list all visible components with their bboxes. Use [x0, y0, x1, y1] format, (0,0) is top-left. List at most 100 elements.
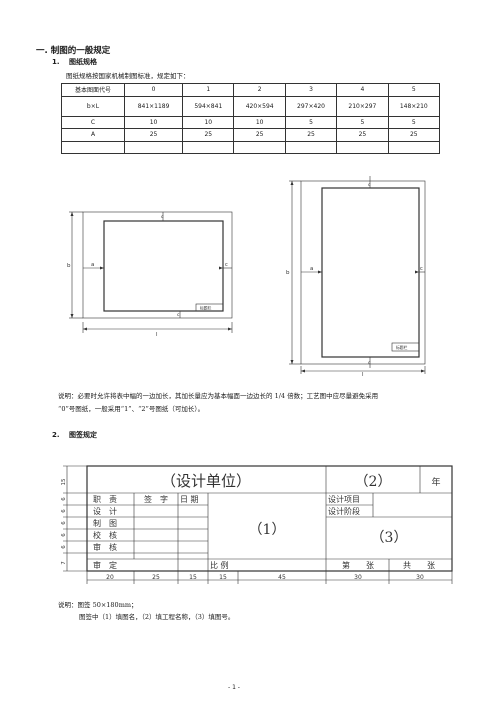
- dim-label-c: c: [225, 262, 228, 268]
- intro-text: 图纸规格按国家机械制图标准，规定如下：: [66, 72, 190, 80]
- table-cell: 10: [182, 115, 235, 129]
- dim-bottom-label: 45: [278, 574, 286, 581]
- year-label: 年: [431, 476, 440, 488]
- dim-bottom-label: 30: [354, 574, 362, 581]
- table-cell: A: [61, 128, 125, 142]
- note-paper-extension: 说明：必要时允许将表中幅的一边加长，其加长量应为基本幅面一边边长的 1/4 倍数…: [58, 392, 379, 400]
- dim-label-c: c: [368, 361, 371, 366]
- subsection-heading-titleblock: 2. 图签规定: [52, 430, 97, 440]
- table-row: C 10 10 10 5 5 5: [61, 115, 441, 129]
- table-header-cell: 基本图面代号: [61, 83, 125, 97]
- table-cell: 5: [336, 115, 389, 129]
- table-cell: [387, 140, 441, 154]
- table-cell: C: [61, 115, 125, 129]
- dim-bottom-label: 30: [416, 574, 424, 581]
- table-cell: 25: [336, 128, 389, 142]
- row-label-approve: 审 定: [93, 560, 117, 570]
- table-cell: 10: [123, 115, 184, 129]
- table-cell: 25: [387, 128, 441, 142]
- drawing-name-placeholder: （1）: [249, 522, 286, 538]
- dim-label-l: l: [156, 332, 158, 338]
- dim-label-a: a: [91, 262, 94, 268]
- row-label-design: 设 计: [93, 506, 117, 516]
- dim-label-c: c: [420, 266, 423, 272]
- page-number: - 1 -: [228, 684, 240, 691]
- dim-left-label: 15: [61, 478, 67, 485]
- sheet-outer-border: [82, 211, 233, 319]
- project-name-placeholder: （2）: [355, 474, 392, 490]
- table-cell: [233, 140, 286, 154]
- dim-left-label: 7: [61, 561, 67, 565]
- section-title: 一. 制图的一般规定: [36, 46, 111, 56]
- table-header-cell: 5: [387, 83, 441, 97]
- table-row: A 25 25 25 25 25 25: [61, 128, 441, 142]
- dim-label-a: a: [310, 266, 313, 272]
- note-paper-extension-cont: “0”号图纸，一般采用“1”、“2”号图纸（可加长）。: [58, 405, 205, 413]
- subsection-title: 图签规定: [69, 431, 97, 439]
- portrait-sheet-diagram: b l a c c c 标题栏: [286, 176, 426, 376]
- titleblock-frame: [86, 465, 453, 572]
- table-cell: [61, 140, 125, 154]
- table-cell: 594×841: [182, 95, 235, 117]
- table-cell: 148×210: [387, 95, 441, 117]
- table-row: [61, 140, 441, 154]
- dim-bottom-label: 20: [106, 574, 114, 581]
- dim-left-label: 6: [61, 533, 67, 537]
- dim-left-label: 6: [61, 521, 67, 525]
- subsection-number: 1.: [52, 58, 60, 66]
- row-label-check: 校 核: [93, 530, 117, 540]
- table-cell: 25: [284, 128, 338, 142]
- table-cell: [123, 140, 184, 154]
- table-cell: [336, 140, 389, 154]
- dim-bottom-label: 25: [152, 574, 160, 581]
- table-header-cell: 4: [336, 83, 389, 97]
- dim-label-c: c: [177, 313, 180, 318]
- titleblock-label: 标题栏: [396, 345, 408, 350]
- dim-bottom-label: 15: [189, 574, 197, 581]
- paper-size-table: 基本图面代号 0 1 2 3 4 5 b×L 841×1189 594×841 …: [61, 83, 441, 154]
- subsection-number: 2.: [52, 431, 60, 439]
- landscape-sheet-diagram: b l a c c c 标题栏: [67, 211, 233, 338]
- dim-label-c: c: [161, 215, 164, 220]
- note-titleblock-size: 说明：图签 50×180mm；: [58, 601, 138, 609]
- project-label: 设计项目: [328, 494, 360, 504]
- dim-bottom-label: 15: [219, 574, 227, 581]
- table-cell: 5: [284, 115, 338, 129]
- table-cell: 10: [233, 115, 286, 129]
- row-label-review: 审 核: [93, 542, 117, 552]
- dim-left-label: 6: [61, 509, 67, 513]
- sheet-label: 第 张: [342, 560, 374, 570]
- sheet-outer-border: [300, 180, 426, 365]
- table-cell: [182, 140, 235, 154]
- table-cell: 25: [123, 128, 184, 142]
- table-header-cell: 3: [284, 83, 338, 97]
- table-cell: 5: [387, 115, 441, 129]
- total-sheets-label: 共 张: [403, 561, 435, 570]
- design-unit-label: （设计单位）: [161, 472, 251, 490]
- titleblock-diagram: （设计单位） （2） 年 （1） （3） 职 责 设 计 制 图 校 核 审 核…: [61, 465, 453, 584]
- stage-label: 设计阶段: [328, 506, 360, 516]
- table-row: b×L 841×1189 594×841 420×594 297×420 210…: [61, 95, 441, 117]
- table-cell: 210×297: [336, 95, 389, 117]
- table-cell: 297×420: [284, 95, 338, 117]
- dim-label-b: b: [286, 270, 290, 276]
- table-cell: b×L: [61, 95, 125, 117]
- dim-label-c: c: [368, 183, 371, 188]
- subsection-heading-paper-size: 1.图纸规格: [52, 57, 97, 67]
- titleblock-box: [391, 342, 420, 352]
- column-label-date: 日 期: [180, 495, 199, 504]
- scale-label: 比 例: [210, 560, 229, 570]
- table-cell: 841×1189: [123, 95, 184, 117]
- drawing-number-placeholder: （3）: [371, 530, 408, 546]
- table-header-cell: 1: [182, 83, 235, 97]
- drawing-frame: [321, 187, 420, 358]
- dim-left-label: 6: [61, 497, 67, 501]
- table-header-cell: 2: [233, 83, 286, 97]
- drawing-frame: [103, 220, 224, 312]
- note-titleblock-fields: 图签中（1）填图名，（2）填工程名称，（3）填图号。: [79, 613, 235, 621]
- table-cell: 25: [233, 128, 286, 142]
- row-label-draw: 制 图: [93, 518, 117, 528]
- table-cell: 420×594: [233, 95, 286, 117]
- table-header-row: 基本图面代号 0 1 2 3 4 5: [61, 83, 441, 97]
- titleblock-box: [195, 303, 224, 312]
